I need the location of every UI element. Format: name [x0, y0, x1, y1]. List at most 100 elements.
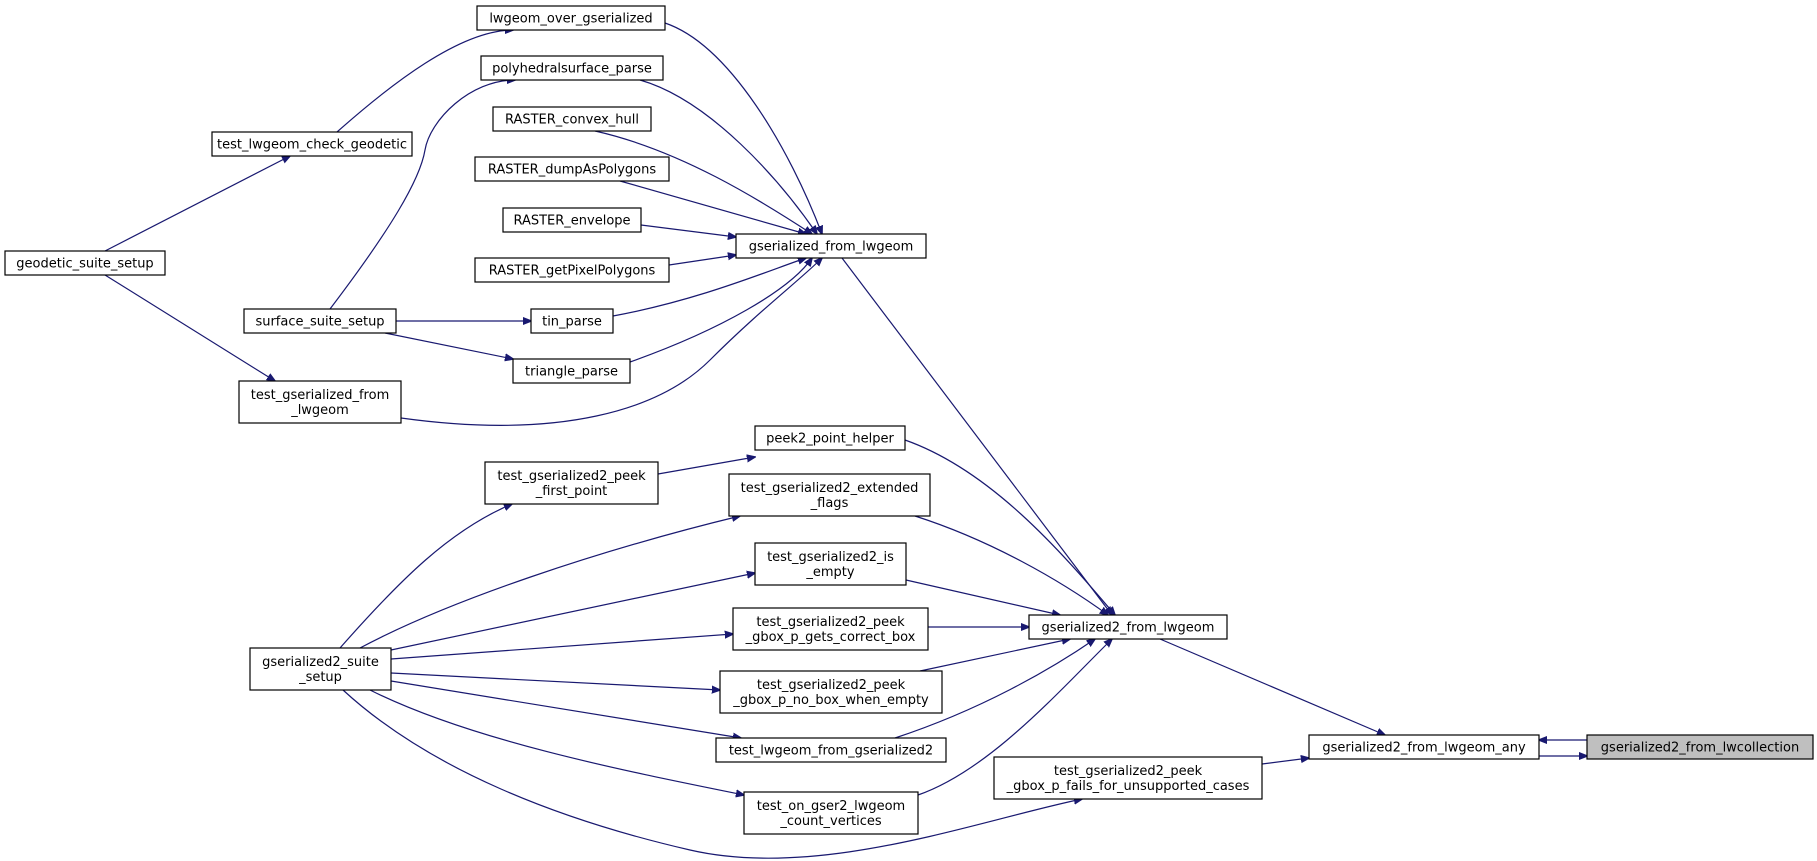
node-label: gserialized2_from_lwgeom — [1042, 621, 1215, 636]
node-label: test_gserialized2_peek — [757, 678, 906, 693]
node-box — [512, 358, 631, 384]
node-box — [754, 542, 907, 586]
node-tin-parse[interactable]: tin_parse — [530, 308, 614, 334]
node-test-lwgeom-check-geodetic[interactable]: test_lwgeom_check_geodetic — [211, 131, 413, 157]
node-raster-dumpaspolygons[interactable]: RASTER_dumpAsPolygons — [474, 156, 670, 182]
node-raster-convex-hull[interactable]: RASTER_convex_hull — [492, 106, 652, 132]
node-gserialized2-suite-setup[interactable]: gserialized2_suite_setup — [249, 647, 392, 691]
node-label: gserialized_from_lwgeom — [749, 240, 914, 255]
node-test-lwgeom-from-gserialized2[interactable]: test_lwgeom_from_gserialized2 — [715, 737, 947, 763]
node-label: polyhedralsurface_parse — [492, 62, 652, 77]
node-label: peek2_point_helper — [766, 432, 894, 447]
edge-tin-parse-to-gserialized-from-lwgeom — [612, 258, 806, 317]
edge-test-gserialized2-peek-gbox-p-fails-for-unsupported-cases-to-gserialized2-from-lwgeom-any — [1261, 758, 1309, 765]
edge-gserialized2-suite-setup-to-test-gserialized2-peek-gbox-p-gets-correct-box — [390, 634, 733, 660]
node-test-gserialized2-is-empty[interactable]: test_gserialized2_is_empty — [754, 542, 907, 586]
node-lwgeom-over-gserialized[interactable]: lwgeom_over_gserialized — [476, 5, 666, 31]
node-gserialized2-from-lwcollection[interactable]: gserialized2_from_lwcollection — [1586, 734, 1814, 760]
edge-triangle-parse-to-gserialized-from-lwgeom — [629, 258, 812, 363]
node-gserialized2-from-lwgeom[interactable]: gserialized2_from_lwgeom — [1028, 614, 1228, 640]
node-label: tin_parse — [542, 315, 602, 330]
node-box — [238, 380, 402, 424]
node-gserialized-from-lwgeom[interactable]: gserialized_from_lwgeom — [735, 233, 927, 259]
node-test-gserialized2-extended-flags[interactable]: test_gserialized2_extended_flags — [728, 473, 931, 517]
edge-raster-getpixelpolygons-to-gserialized-from-lwgeom — [668, 255, 736, 266]
node-box — [474, 257, 670, 283]
node-polyhedralsurface-parse[interactable]: polyhedralsurface_parse — [480, 55, 664, 81]
node-label: surface_suite_setup — [255, 315, 384, 330]
node-test-gserialized-from-lwgeom[interactable]: test_gserialized_from_lwgeom — [238, 380, 402, 424]
edge-test-on-gser2-lwgeom-count-vertices-to-gserialized2-from-lwgeom — [917, 639, 1112, 796]
edge-gserialized2-suite-setup-to-test-on-gser2-lwgeom-count-vertices — [369, 689, 744, 795]
node-label: geodetic_suite_setup — [16, 257, 153, 272]
node-peek2-point-helper[interactable]: peek2_point_helper — [754, 425, 906, 451]
node-box — [4, 250, 166, 276]
node-triangle-parse[interactable]: triangle_parse — [512, 358, 631, 384]
node-box — [474, 156, 670, 182]
node-label: _flags — [810, 496, 849, 511]
edge-peek2-point-helper-to-gserialized2-from-lwgeom — [904, 439, 1115, 615]
node-box — [715, 737, 947, 763]
edge-polyhedralsurface-parse-to-gserialized-from-lwgeom — [639, 79, 817, 234]
node-label: test_lwgeom_check_geodetic — [217, 138, 407, 153]
node-label: test_gserialized2_peek — [497, 469, 646, 484]
node-box — [1308, 734, 1540, 760]
node-box — [502, 207, 642, 233]
edge-raster-convex-hull-to-gserialized-from-lwgeom — [594, 130, 812, 234]
edge-lwgeom-over-gserialized-to-gserialized-from-lwgeom — [664, 22, 822, 234]
node-geodetic-suite-setup[interactable]: geodetic_suite_setup — [4, 250, 166, 276]
edge-geodetic-suite-setup-to-test-lwgeom-check-geodetic — [104, 156, 290, 252]
node-box — [243, 308, 397, 334]
edge-raster-envelope-to-gserialized-from-lwgeom — [640, 224, 736, 237]
node-raster-envelope[interactable]: RASTER_envelope — [502, 207, 642, 233]
node-label: RASTER_convex_hull — [505, 113, 639, 128]
edge-raster-dumpaspolygons-to-gserialized-from-lwgeom — [619, 180, 806, 234]
node-raster-getpixelpolygons[interactable]: RASTER_getPixelPolygons — [474, 257, 670, 283]
node-label: test_on_gser2_lwgeom — [757, 799, 905, 814]
node-label: RASTER_dumpAsPolygons — [488, 163, 656, 178]
edge-gserialized2-suite-setup-to-test-gserialized2-peek-gbox-p-fails-for-unsupported-cases — [342, 689, 1082, 859]
edge-test-lwgeom-check-geodetic-to-lwgeom-over-gserialized — [336, 30, 513, 133]
edge-gserialized2-suite-setup-to-test-lwgeom-from-gserialized2 — [390, 680, 741, 738]
edge-gserialized2-suite-setup-to-test-gserialized2-is-empty — [390, 573, 755, 651]
node-label: test_gserialized2_peek — [756, 615, 905, 630]
edge-surface-suite-setup-to-triangle-parse — [384, 332, 513, 359]
node-label: RASTER_envelope — [513, 214, 630, 229]
edge-test-gserialized2-peek-gbox-p-no-box-when-empty-to-gserialized2-from-lwgeom — [919, 639, 1070, 672]
nodes-layer: lwgeom_over_gserialized polyhedralsurface… — [4, 5, 1814, 835]
edge-test-lwgeom-from-gserialized2-to-gserialized2-from-lwgeom — [894, 639, 1095, 739]
node-box — [719, 670, 943, 714]
node-box — [480, 55, 664, 81]
node-test-gserialized2-peek-first-point[interactable]: test_gserialized2_peek_first_point — [484, 461, 659, 505]
node-label: _setup — [298, 670, 342, 685]
node-label: RASTER_getPixelPolygons — [489, 264, 656, 279]
node-label: test_gserialized_from — [251, 388, 389, 403]
edge-geodetic-suite-setup-to-test-gserialized-from-lwgeom — [104, 274, 275, 381]
node-test-gserialized2-peek-gbox-p-no-box-when-empty[interactable]: test_gserialized2_peek_gbox_p_no_box_whe… — [719, 670, 943, 714]
node-gserialized2-from-lwgeom-any[interactable]: gserialized2_from_lwgeom_any — [1308, 734, 1540, 760]
node-label: triangle_parse — [525, 365, 618, 380]
node-label: _lwgeom — [290, 403, 349, 418]
edge-gserialized2-suite-setup-to-test-gserialized2-peek-gbox-p-no-box-when-empty — [390, 672, 720, 690]
node-box — [743, 791, 919, 835]
node-box — [754, 425, 906, 451]
edge-gserialized2-from-lwgeom-to-gserialized2-from-lwgeom-any — [1159, 638, 1385, 735]
edge-test-gserialized2-peek-first-point-to-peek2-point-helper — [657, 457, 755, 475]
node-label: test_gserialized2_extended — [741, 481, 919, 496]
node-box — [1586, 734, 1814, 760]
node-box — [728, 473, 931, 517]
edge-gserialized2-suite-setup-to-test-gserialized2-peek-first-point — [339, 504, 512, 649]
node-test-gserialized2-peek-gbox-p-gets-correct-box[interactable]: test_gserialized2_peek_gbox_p_gets_corre… — [732, 607, 929, 651]
node-label: _first_point — [535, 484, 608, 499]
node-test-on-gser2-lwgeom-count-vertices[interactable]: test_on_gser2_lwgeom_count_vertices — [743, 791, 919, 835]
node-test-gserialized2-peek-gbox-p-fails-for-unsupported-cases[interactable]: test_gserialized2_peek_gbox_p_fails_for_… — [993, 756, 1263, 800]
node-box — [993, 756, 1263, 800]
edge-test-gserialized2-extended-flags-to-gserialized2-from-lwgeom — [914, 515, 1108, 615]
node-box — [530, 308, 614, 334]
edge-test-gserialized-from-lwgeom-to-gserialized-from-lwgeom — [400, 258, 822, 426]
node-label: lwgeom_over_gserialized — [489, 12, 652, 27]
node-surface-suite-setup[interactable]: surface_suite_setup — [243, 308, 397, 334]
edges-layer — [104, 22, 1587, 859]
node-label: gserialized2_from_lwgeom_any — [1322, 741, 1526, 756]
